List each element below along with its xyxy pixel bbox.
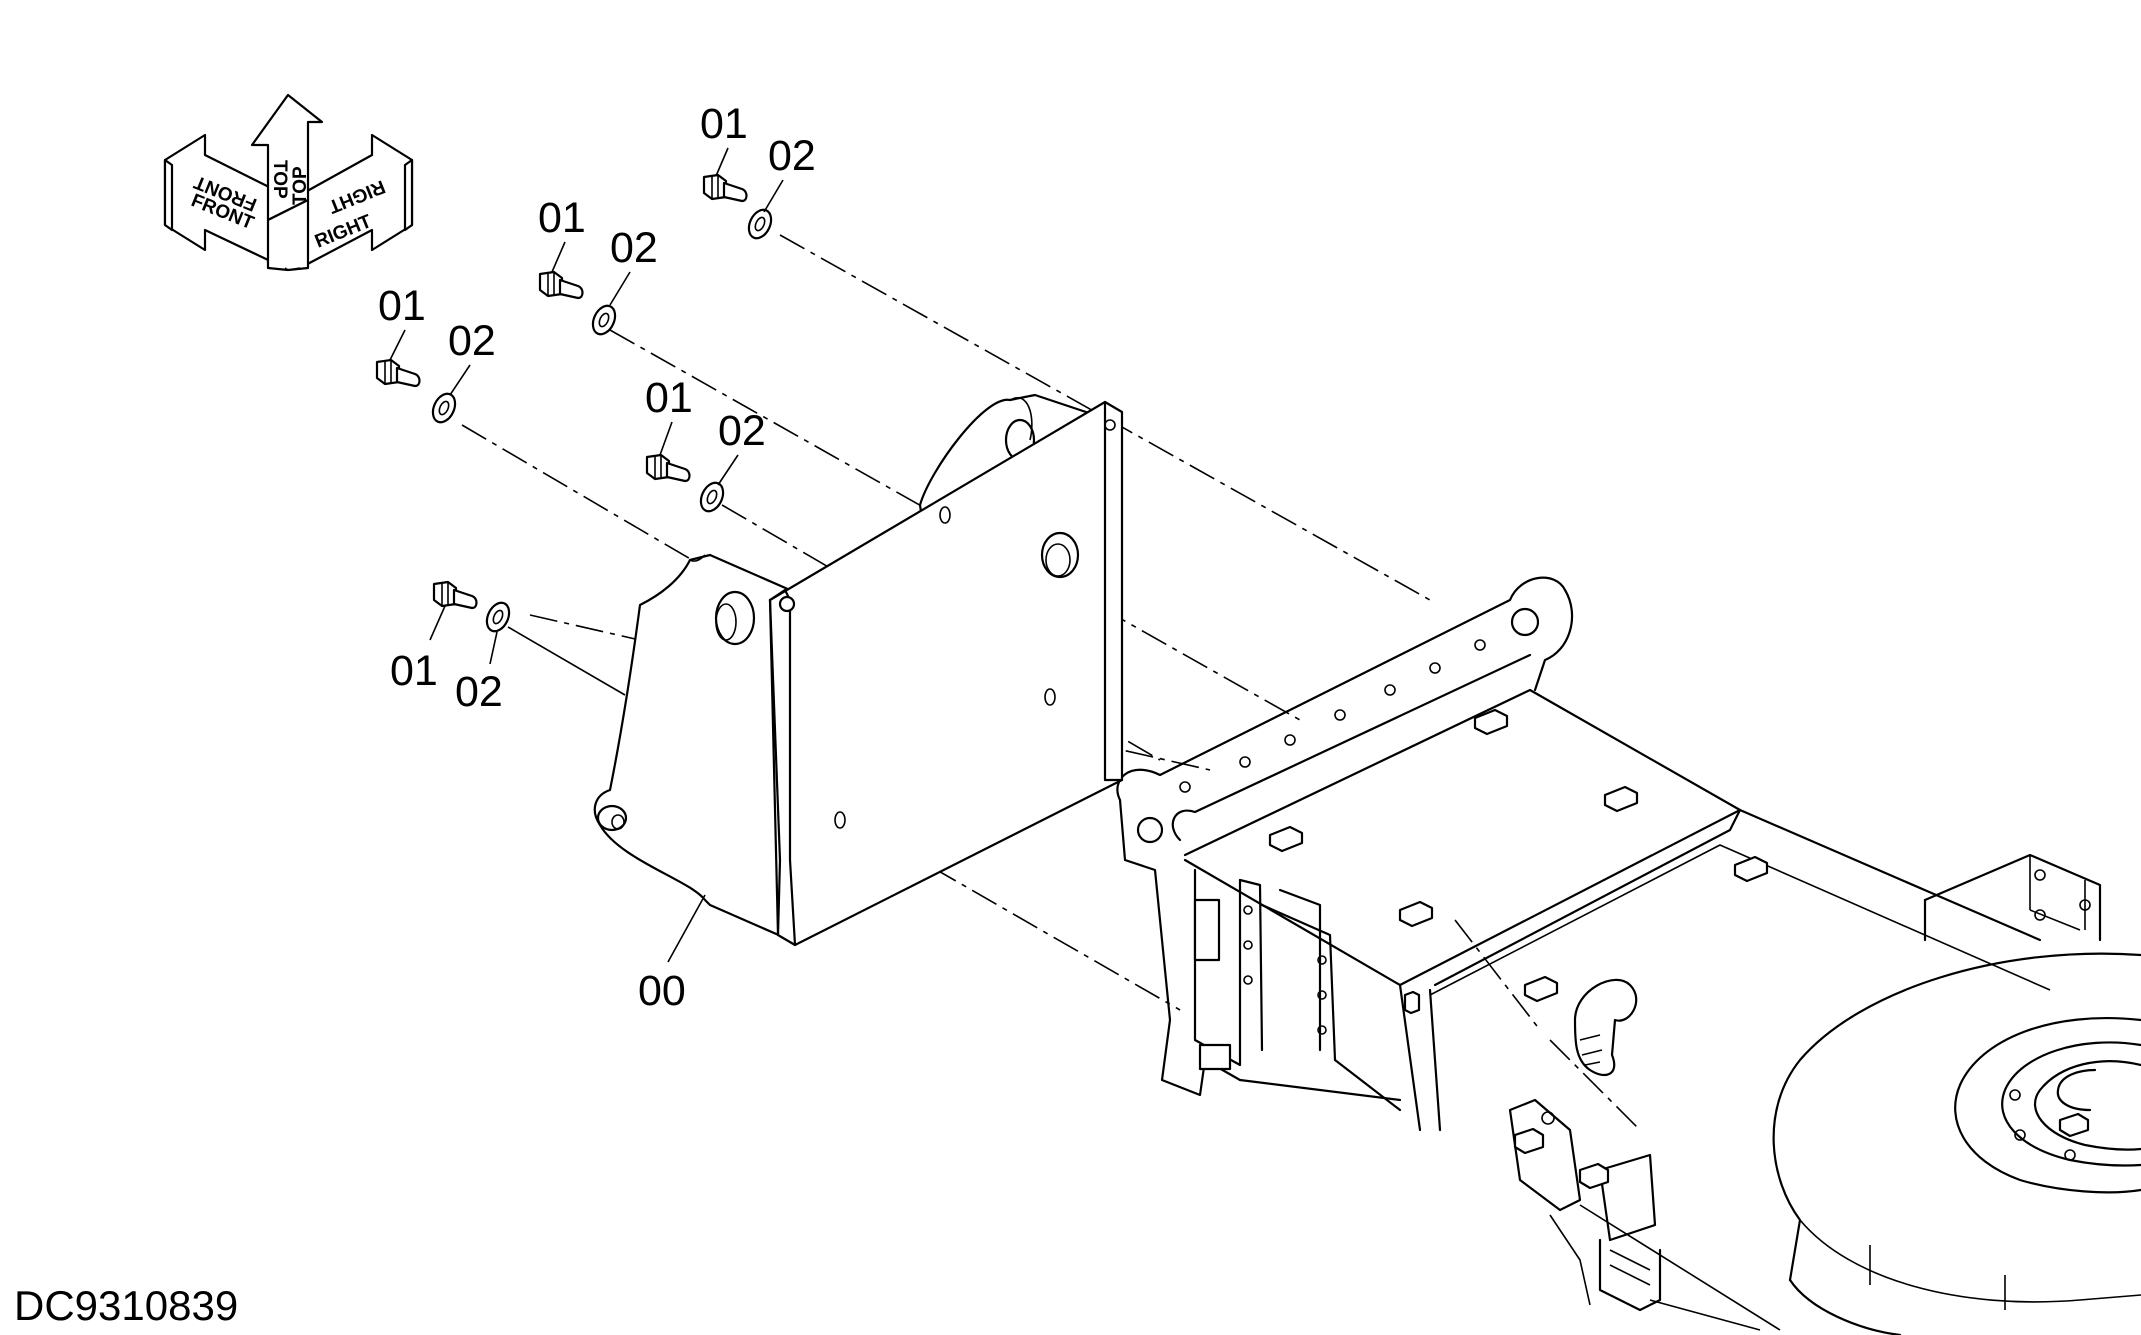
washer	[431, 392, 457, 424]
callout-01: 01	[700, 100, 748, 148]
bolt	[432, 580, 478, 610]
callout-labels: 01 02 01 02 01 02 01 02 01 02 00	[378, 100, 816, 1015]
callout-00: 00	[638, 967, 686, 1015]
fastener-set	[375, 173, 773, 696]
top-label-mirror: TOP	[290, 166, 311, 205]
callout-02: 02	[455, 668, 503, 716]
clip-set	[1268, 708, 1769, 1015]
callout-01: 01	[378, 282, 426, 330]
callout-01: 01	[390, 647, 438, 695]
washer	[747, 208, 773, 240]
bolt	[538, 270, 584, 300]
callout-02: 02	[448, 317, 496, 365]
upper-frame-assembly	[1116, 576, 2141, 1335]
washer	[591, 304, 617, 336]
orientation-indicator: FRONT FRONT TOP TOP RIGHT RIGHT	[163, 93, 414, 272]
callout-leaders	[389, 147, 784, 963]
bolt	[375, 358, 421, 388]
washer	[699, 481, 725, 513]
callout-02: 02	[718, 407, 766, 455]
callout-02: 02	[768, 132, 816, 180]
callout-02: 02	[610, 224, 658, 272]
bolt	[645, 453, 691, 483]
bracket-part-00	[593, 393, 1124, 947]
washer	[485, 601, 511, 633]
callout-01: 01	[645, 374, 693, 422]
bolt	[702, 173, 748, 203]
document-code: DC9310839	[14, 1282, 238, 1329]
callout-01: 01	[538, 194, 586, 242]
top-label: TOP	[269, 160, 290, 199]
